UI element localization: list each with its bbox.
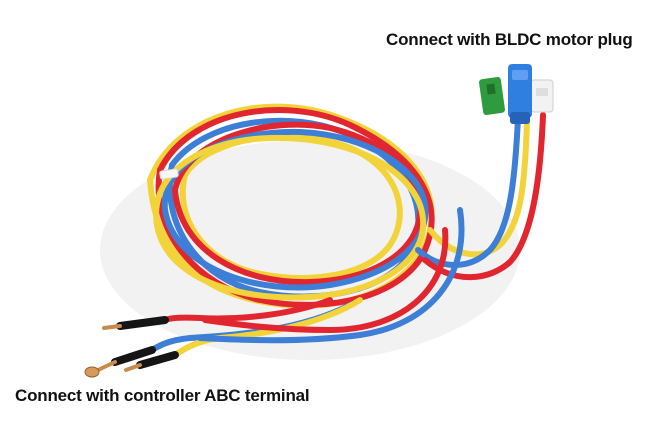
wire-red-back xyxy=(155,107,435,308)
cable-tie xyxy=(159,168,179,180)
wire-bundle xyxy=(147,103,546,358)
bldc-motor-plug xyxy=(478,64,554,124)
lead-yellow-to-plug xyxy=(427,117,530,258)
tail-red-outer xyxy=(202,227,449,333)
lead-red-to-plug xyxy=(422,112,546,281)
tail-blue-outer xyxy=(197,207,465,344)
wire-yellow-mid xyxy=(153,134,427,301)
heatshrink-sleeves xyxy=(111,316,179,369)
controller-terminal-caption: Connect with controller ABC terminal xyxy=(15,386,310,405)
ring-terminals xyxy=(84,324,142,378)
motor-plug-caption: Connect with BLDC motor plug xyxy=(386,30,633,49)
connector-green xyxy=(478,77,506,115)
